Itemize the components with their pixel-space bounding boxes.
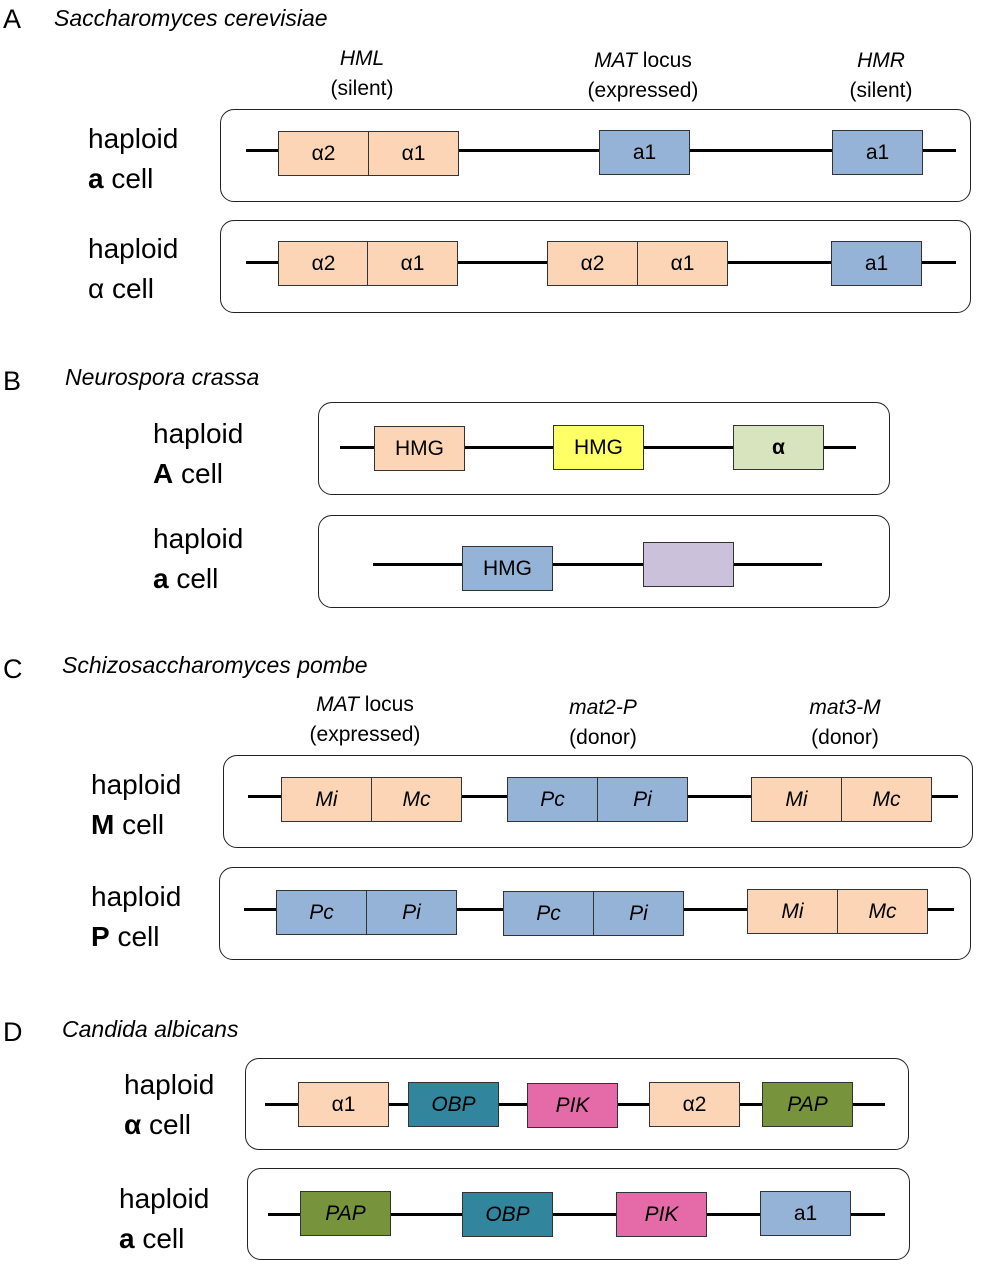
gene-box-a1: a1 [760,1191,851,1236]
cell-label-a-cell: haploid a cell [88,119,178,199]
gene-box-alpha1: α1 [367,241,458,286]
cell-label-rest: cell [109,921,160,952]
gene-box-pap: PAP [300,1191,391,1236]
panel-letter-d: D [3,1017,23,1047]
gene-box-alpha1: α1 [298,1082,389,1127]
header-mat2-p: mat2-P (donor) [569,693,637,753]
cell-label-alpha-cell: haploid α cell [88,229,178,309]
chromosome-line [268,1213,885,1216]
cell-label-line1: haploid [124,1069,215,1100]
cell-label-line1: haploid [88,233,179,264]
gene-box-pc: Pc [276,890,367,935]
gene-box-pi: Pi [366,890,457,935]
gene-box-mi: Mi [751,777,842,822]
cell-label-rest: cell [141,1109,192,1140]
header-name: HML [339,47,385,70]
gene-box-pc: Pc [503,891,594,936]
header-mat-locus: MAT locus (expressed) [310,690,421,750]
cell-label-P-cell: haploid P cell [91,877,181,957]
gene-box-mc: Mc [371,777,462,822]
header-hmr: HMR (silent) [849,46,912,106]
gene-box-alpha2: α2 [649,1082,740,1127]
gene-box-pi: Pi [593,891,684,936]
header-mat-locus: MAT locus (expressed) [588,46,699,106]
gene-box-pap: PAP [762,1082,853,1127]
cell-label-rest: cell [168,563,219,594]
cell-label-line1: haploid [91,769,182,800]
gene-box-alpha1: α1 [637,241,728,286]
cell-label-rest: cell [173,458,224,489]
gene-box-pi: Pi [597,777,688,822]
gene-box-obp: OBP [408,1082,499,1127]
header-name: MAT [594,49,637,72]
gene-box-pc: Pc [507,777,598,822]
cell-label-a-cell: haploid a cell [153,519,243,599]
cell-label-line1: haploid [91,881,182,912]
cell-type-letter: α [124,1109,142,1140]
gene-box-alpha: α [733,425,824,470]
species-title-c: Schizosaccharomyces pombe [62,652,368,678]
cell-label-rest: cell [134,1223,185,1254]
cell-label-A-cell: haploid A cell [153,414,243,494]
header-name-rest: locus [636,49,692,72]
cell-type-letter: a [119,1223,135,1254]
cell-type-letter: M [91,809,115,840]
panel-letter-b: B [3,366,22,396]
species-title-b: Neurospora crassa [65,364,260,390]
header-name: HMR [857,49,905,72]
gene-box-alpha2: α2 [278,241,369,286]
header-sub: (silent) [849,79,913,102]
gene-box-mc: Mc [841,777,932,822]
header-name: mat2-P [569,696,637,719]
header-name: mat3-M [809,696,881,719]
cell-label-line1: haploid [153,418,244,449]
gene-box-mi: Mi [281,777,372,822]
gene-box-a1: a1 [831,241,922,286]
cell-label-rest: α cell [88,273,154,304]
gene-box-a1: a1 [599,130,690,175]
gene-box-alpha1: α1 [368,131,459,176]
gene-box-pik: PIK [527,1083,618,1128]
gene-box-mc: Mc [837,889,928,934]
cell-label-line1: haploid [153,523,244,554]
header-sub: (expressed) [309,723,421,746]
gene-box-alpha2: α2 [547,241,638,286]
gene-box-unlabeled [643,542,734,587]
header-sub: (silent) [330,77,394,100]
panel-letter-c: C [3,654,23,684]
cell-type-letter: a [153,563,169,594]
gene-box-hmg: HMG [553,425,644,470]
species-title-d: Candida albicans [62,1016,239,1042]
panel-letter-a: A [3,4,22,34]
header-sub: (donor) [569,726,637,749]
locus-frame [318,515,890,608]
gene-box-pik: PIK [616,1192,707,1237]
header-name: MAT [316,693,359,716]
cell-type-letter: P [91,921,110,952]
gene-box-obp: OBP [462,1192,553,1237]
header-sub: (donor) [811,726,879,749]
gene-box-hmg: HMG [462,546,553,591]
cell-label-line1: haploid [88,123,179,154]
gene-box-hmg: HMG [374,426,465,471]
cell-label-M-cell: haploid M cell [91,765,181,845]
chromosome-line [373,563,822,566]
cell-label-line1: haploid [119,1183,210,1214]
gene-box-a1: a1 [832,130,923,175]
gene-box-mi: Mi [747,889,838,934]
gene-box-alpha2: α2 [278,131,369,176]
cell-type-letter: A [153,458,174,489]
cell-label-rest: cell [114,809,165,840]
species-title-a: Saccharomyces cerevisiae [54,5,328,31]
header-sub: (expressed) [587,79,699,102]
header-name-rest: locus [358,693,414,716]
cell-label-alpha-cell: haploid α cell [124,1065,214,1145]
header-mat3-m: mat3-M (donor) [809,693,880,753]
header-hml: HML (silent) [330,44,393,104]
cell-label-a-cell: haploid a cell [119,1179,209,1259]
cell-type-letter: a [88,163,104,194]
cell-label-rest: cell [103,163,154,194]
